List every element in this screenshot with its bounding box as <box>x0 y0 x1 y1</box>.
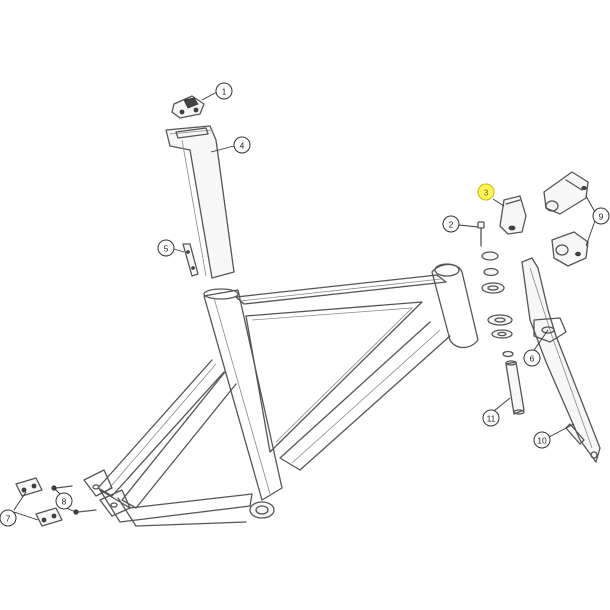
callout-6-label: 6 <box>530 354 535 364</box>
callout-11: 11 <box>482 409 500 427</box>
callout-7: 7 <box>0 509 17 527</box>
fork-part <box>521 257 601 463</box>
callout-9-circle <box>592 207 610 225</box>
callout-3-label: 3 <box>484 188 489 198</box>
callout-1: 1 <box>215 82 233 100</box>
callout-6-circle <box>523 349 541 367</box>
callout-10: 10 <box>533 431 551 449</box>
callout-3-circle <box>477 183 495 201</box>
callout-4: 4 <box>233 136 251 154</box>
callout-7-circle <box>0 509 17 527</box>
callout-4-label: 4 <box>240 141 245 151</box>
callout-11-label: 11 <box>487 414 496 424</box>
callout-10-label: 10 <box>537 436 547 446</box>
callout-8-label: 8 <box>62 497 67 507</box>
steerer-sleeve-part <box>505 360 525 415</box>
leader-lines <box>13 91 597 521</box>
callout-5-circle <box>157 239 175 257</box>
callout-10-circle <box>533 431 551 449</box>
callout-5-label: 5 <box>164 244 169 254</box>
callout-8-circle <box>55 492 73 510</box>
callout-9-label: 9 <box>599 212 604 222</box>
callout-8: 8 <box>55 492 73 510</box>
callout-2-circle <box>442 215 460 233</box>
stem-clamp-parts <box>543 171 589 267</box>
callout-5: 5 <box>157 239 175 257</box>
callout-7-label: 7 <box>6 514 11 524</box>
bike-frame <box>83 263 479 527</box>
callout-6: 6 <box>523 349 541 367</box>
callout-1-label: 1 <box>222 87 227 97</box>
callout-11-circle <box>482 409 500 427</box>
callout-3: 3 <box>477 183 495 201</box>
small-bracket-part <box>182 243 199 277</box>
headset-spacer-stack <box>481 251 514 358</box>
callout-1-circle <box>215 82 233 100</box>
headset-bolt-part <box>477 221 485 247</box>
dropout-insert-parts <box>15 477 97 527</box>
seat-post-part <box>165 125 235 279</box>
callout-2: 2 <box>442 215 460 233</box>
headset-cover-part <box>499 195 527 235</box>
callout-4-circle <box>233 136 251 154</box>
callout-9: 9 <box>592 207 610 225</box>
callout-2-label: 2 <box>449 220 454 230</box>
seat-clamp-part <box>171 95 205 119</box>
callouts: 1 2 3 4 5 6 7 8 <box>0 82 610 527</box>
